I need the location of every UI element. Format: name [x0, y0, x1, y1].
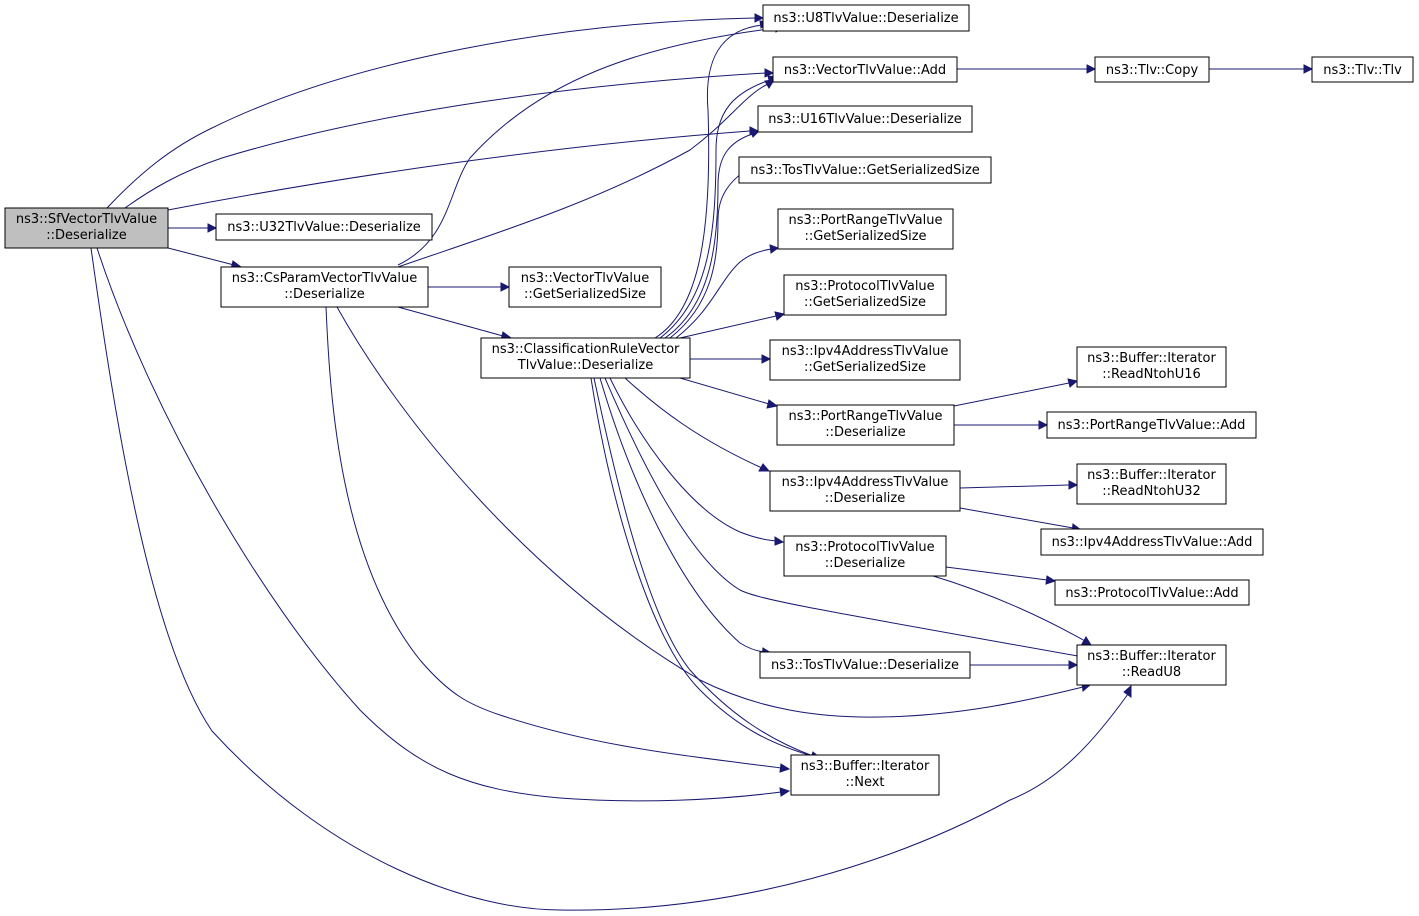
svg-text:ns3::ProtocolTlvValue: ns3::ProtocolTlvValue: [795, 279, 934, 294]
edge-root-to-u8: [106, 13, 765, 209]
edge-csparam-to-readu8: [336, 306, 1092, 718]
svg-text:ns3::CsParamVectorTlvValue: ns3::CsParamVectorTlvValue: [232, 271, 417, 286]
node-portrange-add[interactable]: ns3::PortRangeTlvValue::Add: [1046, 411, 1257, 439]
edge-vecadd-to-copy: [957, 64, 1097, 74]
svg-text:::Deserialize: ::Deserialize: [825, 491, 906, 506]
svg-text:::Deserialize: ::Deserialize: [825, 556, 906, 571]
node-ipv4-getserializedsize[interactable]: ns3::Ipv4AddressTlvValue ::GetSerialized…: [769, 339, 961, 381]
node-protocol-deserialize[interactable]: ns3::ProtocolTlvValue ::Deserialize: [783, 535, 947, 577]
node-classificationrulevector-deserialize[interactable]: ns3::ClassificationRuleVector TlvValue::…: [480, 337, 691, 379]
edge-root-to-csparam: [167, 247, 243, 270]
svg-text:::Deserialize: ::Deserialize: [284, 287, 365, 302]
edge-prdes-to-pradd: [954, 420, 1049, 430]
node-readntohu32[interactable]: ns3::Buffer::Iterator ::ReadNtohU32: [1076, 463, 1227, 505]
svg-text:TlvValue::Deserialize: TlvValue::Deserialize: [517, 358, 653, 373]
svg-text:ns3::Tlv::Tlv: ns3::Tlv::Tlv: [1323, 63, 1402, 78]
svg-text:ns3::U32TlvValue::Deserialize: ns3::U32TlvValue::Deserialize: [227, 220, 421, 235]
edge-copy-to-tlv: [1209, 64, 1314, 74]
svg-text:ns3::VectorTlvValue: ns3::VectorTlvValue: [521, 271, 649, 286]
svg-text:ns3::ProtocolTlvValue::Add: ns3::ProtocolTlvValue::Add: [1065, 586, 1238, 601]
edge-tosdes-to-readu8: [970, 660, 1079, 670]
node-readntohu16[interactable]: ns3::Buffer::Iterator ::ReadNtohU16: [1076, 346, 1227, 388]
node-csparam-deserialize[interactable]: ns3::CsParamVectorTlvValue ::Deserialize: [220, 266, 429, 308]
svg-text:ns3::ProtocolTlvValue: ns3::ProtocolTlvValue: [795, 540, 934, 555]
svg-text:ns3::PortRangeTlvValue: ns3::PortRangeTlvValue: [789, 409, 943, 424]
svg-text:ns3::U16TlvValue::Deserialize: ns3::U16TlvValue::Deserialize: [768, 112, 962, 127]
node-vector-getserializedsize[interactable]: ns3::VectorTlvValue ::GetSerializedSize: [508, 266, 662, 308]
edge-crv-to-prgss: [675, 244, 780, 339]
node-tlv-tlv[interactable]: ns3::Tlv::Tlv: [1311, 56, 1414, 83]
edge-prdes-to-rn16: [953, 378, 1079, 407]
svg-text:ns3::Buffer::Iterator: ns3::Buffer::Iterator: [1087, 468, 1216, 483]
node-tos-getserializedsize[interactable]: ns3::TosTlvValue::GetSerializedSize: [738, 156, 992, 184]
svg-text:ns3::PortRangeTlvValue::Add: ns3::PortRangeTlvValue::Add: [1058, 418, 1246, 433]
svg-text:ns3::Ipv4AddressTlvValue: ns3::Ipv4AddressTlvValue: [782, 475, 949, 490]
edge-ipv4des-to-ipv4add: [959, 507, 1083, 533]
node-ipv4-deserialize[interactable]: ns3::Ipv4AddressTlvValue ::Deserialize: [769, 470, 961, 512]
svg-text:ns3::Tlv::Copy: ns3::Tlv::Copy: [1106, 63, 1199, 78]
edge-crv-to-next-2: [590, 377, 813, 757]
svg-text:ns3::PortRangeTlvValue: ns3::PortRangeTlvValue: [789, 213, 943, 228]
node-sfvector-deserialize[interactable]: ns3::SfVectorTlvValue ::Deserialize: [4, 207, 169, 249]
node-next[interactable]: ns3::Buffer::Iterator ::Next: [790, 754, 940, 796]
svg-text:ns3::Buffer::Iterator: ns3::Buffer::Iterator: [801, 759, 930, 774]
edge-csparam-to-crv: [397, 306, 513, 341]
svg-text:::Deserialize: ::Deserialize: [46, 228, 127, 243]
edge-crv-to-tosdes: [599, 377, 773, 657]
edge-csparam-to-next: [325, 306, 791, 773]
edge-root-to-u32: [168, 223, 218, 233]
edge-crv-to-protdes: [609, 377, 785, 546]
edge-root-to-u16: [167, 126, 760, 211]
edge-ipv4des-to-rn32: [959, 480, 1079, 490]
node-u8-deserialize[interactable]: ns3::U8TlvValue::Deserialize: [762, 4, 970, 32]
svg-text:::Next: ::Next: [845, 775, 884, 790]
edge-root-to-next: [96, 247, 791, 802]
svg-text:::GetSerializedSize: ::GetSerializedSize: [804, 360, 926, 375]
svg-text:::GetSerializedSize: ::GetSerializedSize: [804, 229, 926, 244]
edge-root-to-readu8: [90, 247, 1132, 911]
svg-text:::ReadNtohU16: ::ReadNtohU16: [1102, 367, 1201, 382]
svg-text:ns3::Ipv4AddressTlvValue::Add: ns3::Ipv4AddressTlvValue::Add: [1052, 535, 1253, 550]
svg-text:::GetSerializedSize: ::GetSerializedSize: [804, 295, 926, 310]
node-tos-deserialize[interactable]: ns3::TosTlvValue::Deserialize: [759, 651, 971, 679]
node-protocol-add[interactable]: ns3::ProtocolTlvValue::Add: [1054, 579, 1250, 606]
edge-crv-to-protgss: [679, 311, 786, 339]
svg-text:ns3::TosTlvValue::Deserialize: ns3::TosTlvValue::Deserialize: [771, 658, 959, 673]
svg-text:::ReadNtohU32: ::ReadNtohU32: [1102, 484, 1201, 499]
edge-root-to-vecadd: [124, 68, 775, 209]
node-protocol-getserializedsize[interactable]: ns3::ProtocolTlvValue ::GetSerializedSiz…: [783, 274, 947, 316]
svg-text:::Deserialize: ::Deserialize: [825, 425, 906, 440]
svg-text:ns3::Buffer::Iterator: ns3::Buffer::Iterator: [1087, 649, 1216, 664]
node-readu8[interactable]: ns3::Buffer::Iterator ::ReadU8: [1076, 644, 1227, 686]
node-portrange-getserializedsize[interactable]: ns3::PortRangeTlvValue ::GetSerializedSi…: [777, 208, 954, 250]
node-tlv-copy[interactable]: ns3::Tlv::Copy: [1094, 56, 1210, 83]
svg-text:ns3::TosTlvValue::GetSerialize: ns3::TosTlvValue::GetSerializedSize: [750, 163, 980, 178]
svg-text:ns3::VectorTlvValue::Add: ns3::VectorTlvValue::Add: [784, 63, 946, 78]
edge-crv-to-u16: [664, 129, 761, 339]
edge-protdes-to-protadd: [945, 566, 1057, 585]
svg-text:::GetSerializedSize: ::GetSerializedSize: [524, 287, 646, 302]
edge-csparam-to-u8: [397, 23, 785, 266]
svg-text:ns3::SfVectorTlvValue: ns3::SfVectorTlvValue: [16, 212, 157, 227]
node-u16-deserialize[interactable]: ns3::U16TlvValue::Deserialize: [757, 105, 973, 133]
edge-csparam-to-vecgss: [428, 282, 511, 292]
edge-crv-to-tosgss: [669, 161, 759, 339]
svg-text:ns3::ClassificationRuleVector: ns3::ClassificationRuleVector: [492, 342, 680, 357]
node-u32-deserialize[interactable]: ns3::U32TlvValue::Deserialize: [215, 213, 433, 241]
edge-crv-to-ipv4des: [624, 377, 771, 472]
edge-crv-to-ipv4gss: [690, 354, 772, 364]
edge-crv-to-prdes: [679, 377, 779, 409]
node-portrange-deserialize[interactable]: ns3::PortRangeTlvValue ::Deserialize: [776, 404, 955, 446]
node-vector-add[interactable]: ns3::VectorTlvValue::Add: [772, 56, 958, 83]
svg-text:::ReadU8: ::ReadU8: [1122, 665, 1181, 680]
svg-text:ns3::Buffer::Iterator: ns3::Buffer::Iterator: [1087, 351, 1216, 366]
svg-text:ns3::U8TlvValue::Deserialize: ns3::U8TlvValue::Deserialize: [773, 11, 958, 26]
node-ipv4-add[interactable]: ns3::Ipv4AddressTlvValue::Add: [1040, 528, 1264, 556]
svg-text:ns3::Ipv4AddressTlvValue: ns3::Ipv4AddressTlvValue: [782, 344, 949, 359]
